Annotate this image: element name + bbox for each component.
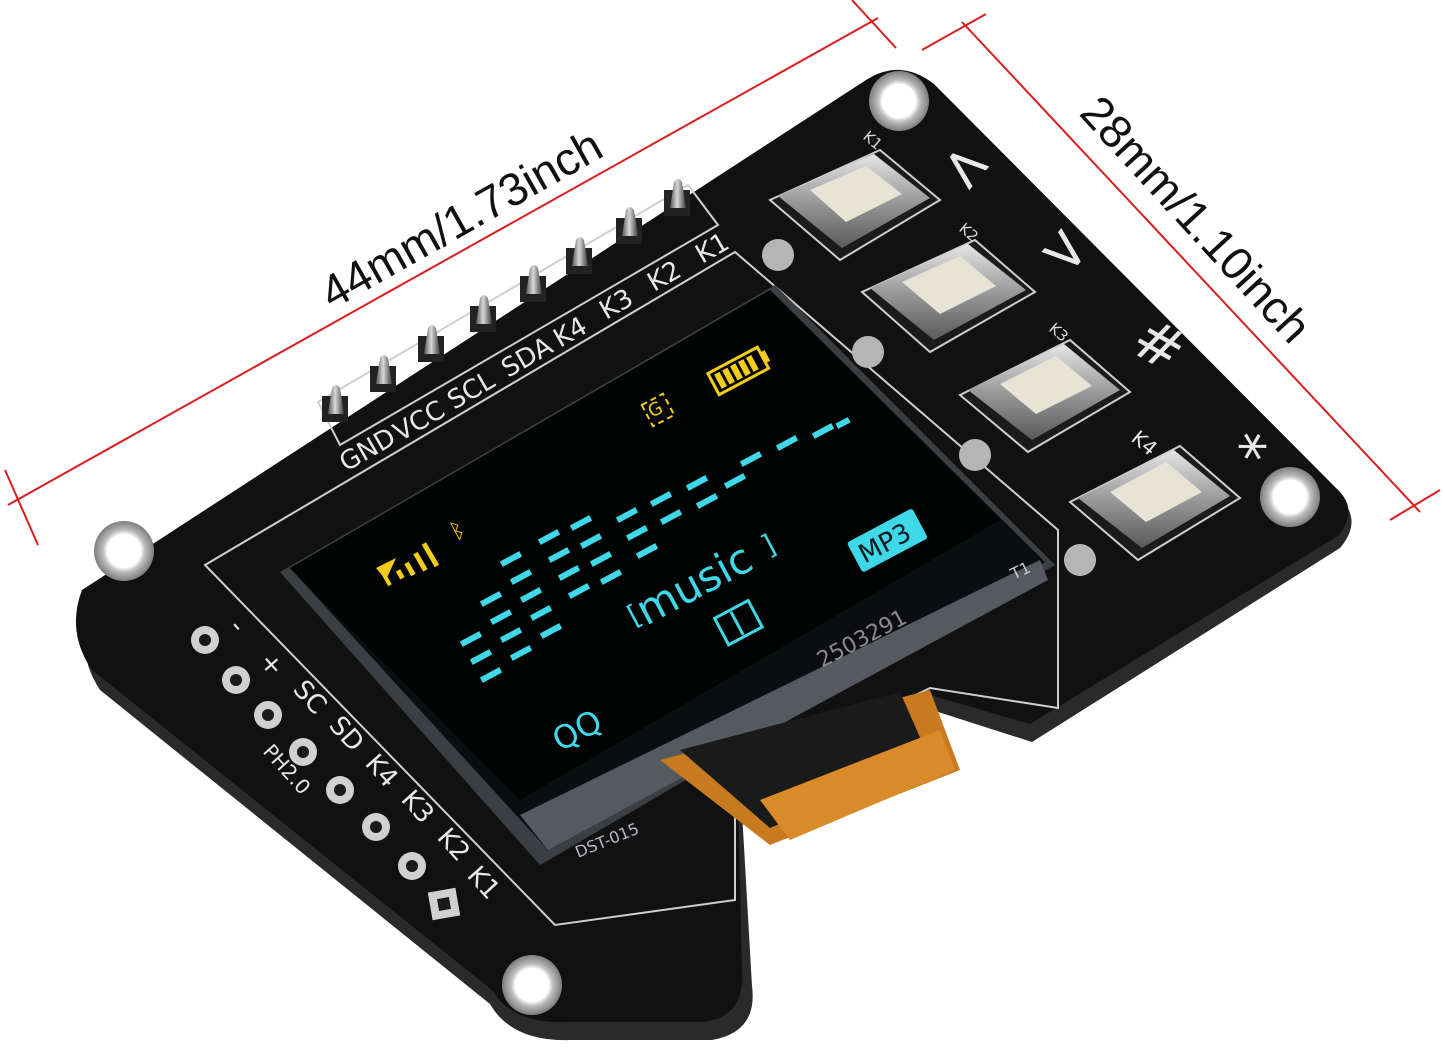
header-pin [664, 179, 690, 216]
header-pin [616, 207, 642, 244]
pause-icon [712, 598, 765, 647]
oled-glass: DST-015 T1 2503291 [280, 285, 1055, 865]
header-pin [418, 325, 444, 362]
display-silk-outline [203, 250, 1059, 927]
mounting-hole-top-right [869, 71, 929, 131]
header-pin [470, 295, 496, 332]
header-pin [520, 265, 546, 302]
header-silk-outline [316, 183, 720, 447]
battery-icon [705, 345, 771, 397]
button-k1[interactable] [762, 148, 942, 271]
header-pin-row [322, 179, 690, 422]
button-k3[interactable] [958, 338, 1132, 471]
mounting-hole-bottom [502, 955, 562, 1015]
header-pin [566, 237, 592, 274]
equalizer-bars [459, 417, 851, 683]
signal-icon [376, 542, 440, 587]
button-k2[interactable] [852, 238, 1037, 368]
oled-active-area [290, 290, 1000, 800]
header-pin [370, 355, 396, 392]
mounting-hole-left [94, 521, 154, 581]
header-pin [322, 385, 348, 422]
mounting-hole-right [1260, 467, 1320, 527]
side-pad-row [191, 626, 461, 921]
button-k4[interactable] [1064, 444, 1242, 576]
